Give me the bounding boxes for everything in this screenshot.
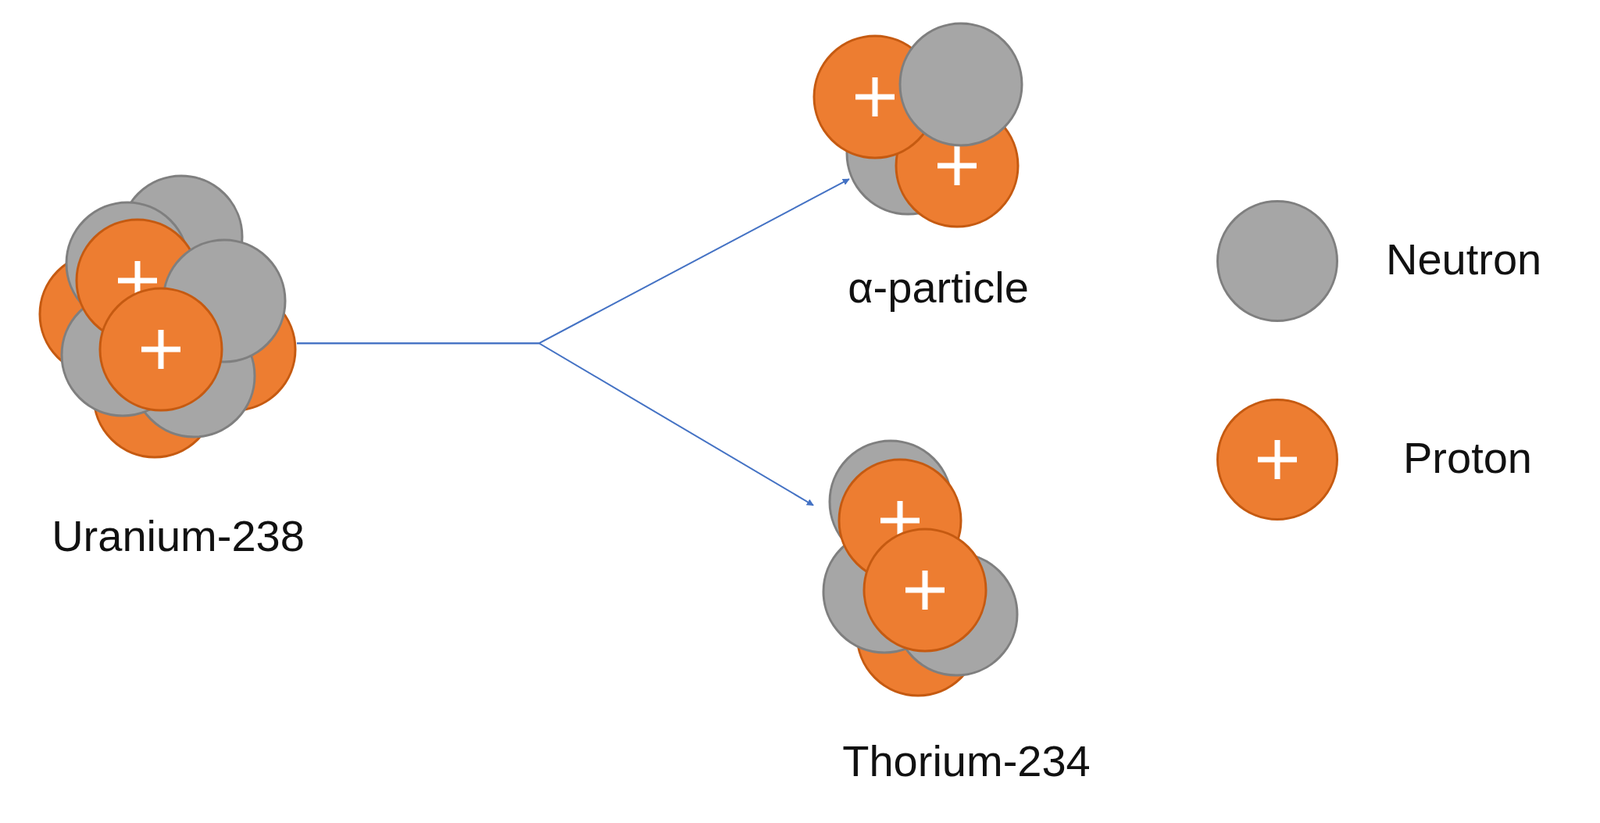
- proton-circle: [100, 288, 222, 411]
- plus-sign: [855, 77, 895, 117]
- nucleus-node: Thorium-234: [822, 440, 1018, 699]
- nucleus-illustration: [822, 440, 1018, 699]
- plus-sign: [1257, 439, 1297, 479]
- decay-arrow: [296, 342, 814, 505]
- proton-circle: [864, 528, 986, 651]
- plus-symbol: [1216, 398, 1339, 521]
- legend-swatch: [1216, 200, 1339, 322]
- legend-label: Neutron: [1385, 234, 1542, 285]
- plus-sign: [905, 570, 945, 610]
- nucleus-label: Uranium-238: [51, 510, 305, 561]
- nucleus-illustration: [813, 22, 1025, 230]
- plus-sign: [141, 329, 181, 369]
- nucleus-node: Uranium-238: [39, 175, 297, 460]
- nucleus-label: Thorium-234: [842, 735, 1090, 786]
- nucleus-illustration: [39, 175, 297, 460]
- neutron-circle: [900, 23, 1022, 146]
- legend-swatch: [1216, 398, 1339, 521]
- nucleus-label: α-particle: [847, 262, 1029, 313]
- decay-arrow: [296, 178, 850, 343]
- plus-sign: [937, 146, 977, 186]
- nucleus-node: α-particle: [813, 22, 1025, 230]
- legend-label: Proton: [1403, 432, 1533, 483]
